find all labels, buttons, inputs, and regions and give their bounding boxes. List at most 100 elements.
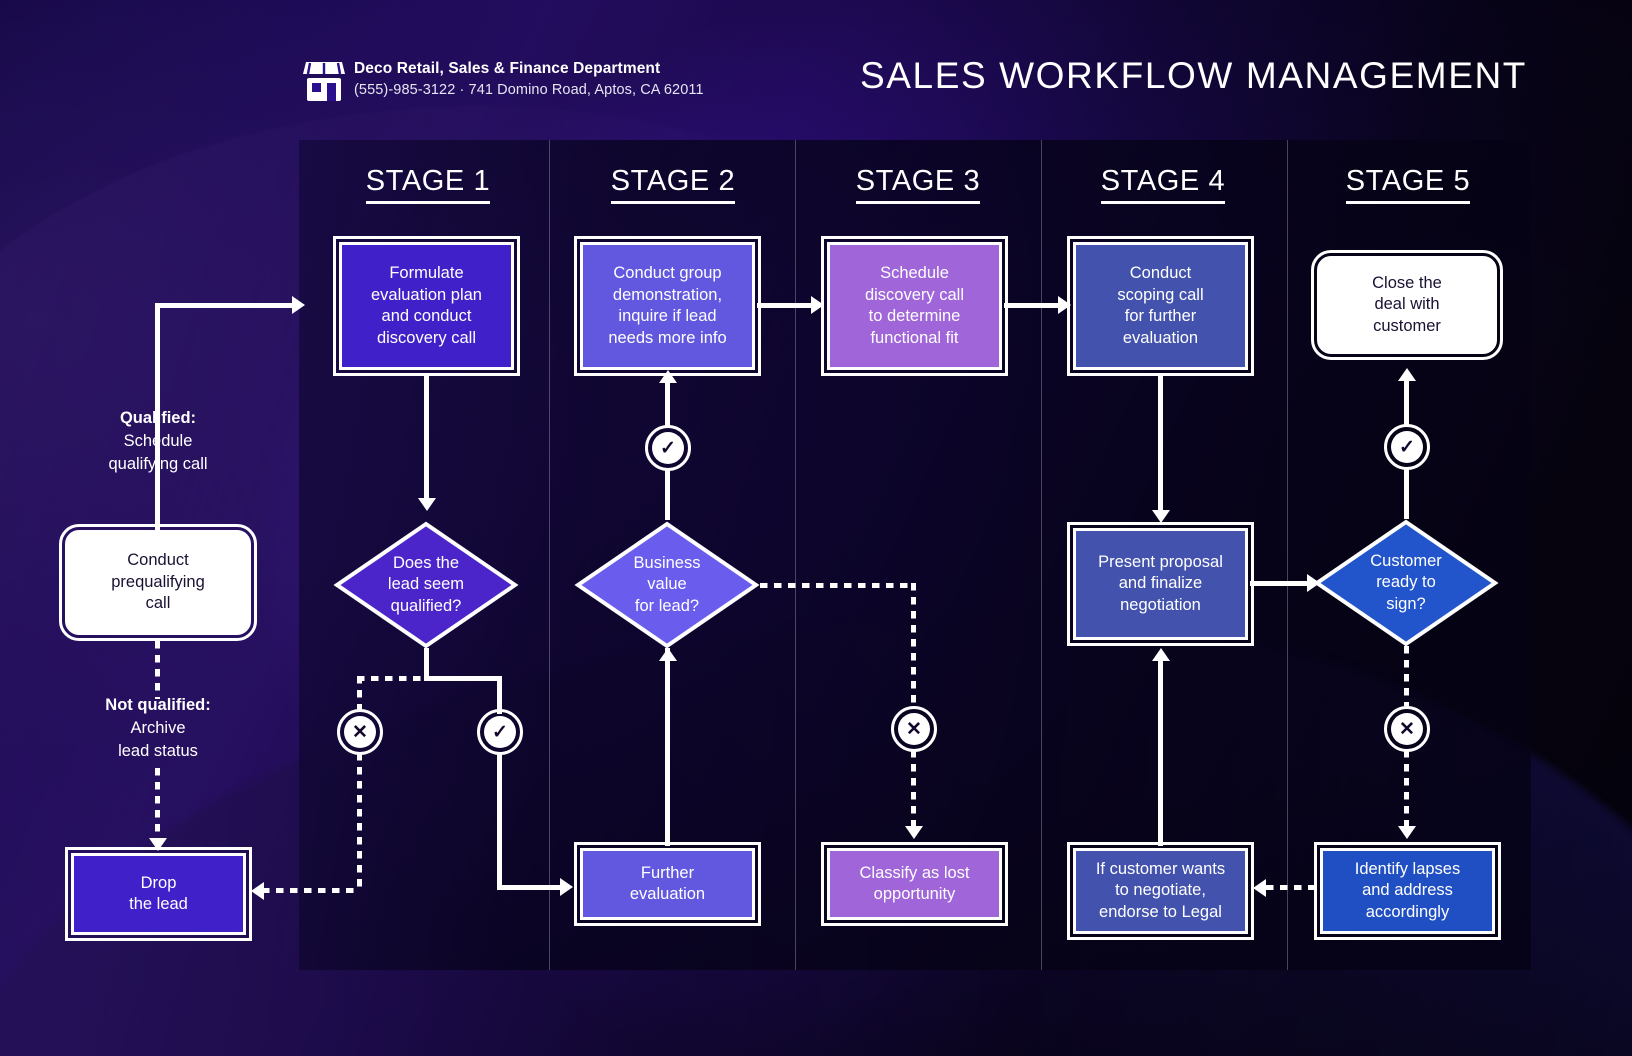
- connector-formulate-down: [424, 376, 429, 500]
- connector-prequalify-down-1: [155, 641, 160, 699]
- connector-business-no-right: [760, 583, 915, 588]
- arrow-to-group-demo: [659, 370, 677, 383]
- connector-discovery-to-scoping: [1004, 303, 1061, 308]
- connector-proposal-to-sign: [1250, 581, 1312, 586]
- connector-demo-to-discovery: [757, 303, 814, 308]
- connector-scoping-down: [1158, 376, 1163, 514]
- connector-qualified-no-to-drop: [262, 888, 360, 893]
- stage-label-2-text: STAGE 2: [610, 165, 736, 204]
- arrow-to-drop-lead: [149, 838, 167, 851]
- column-divider-3: [1041, 140, 1042, 970]
- stage-label-3-text: STAGE 3: [855, 165, 981, 204]
- connector-prequalify-right: [155, 303, 295, 308]
- cross-icon-stage1-glyph: ✕: [344, 716, 376, 748]
- connector-business-no-down: [911, 583, 916, 707]
- cross-icon-stage3: ✕: [891, 706, 937, 752]
- connector-qualified-no-down3: [357, 753, 362, 891]
- arrow-to-identify-lapses: [1398, 826, 1416, 839]
- connector-lapses-to-legal: [1266, 885, 1318, 890]
- cross-icon-stage1: ✕: [337, 709, 383, 755]
- arrow-to-further-eval: [560, 878, 573, 896]
- arrow-to-classify-lost: [905, 826, 923, 839]
- stage-label-5: STAGE 5: [1288, 165, 1528, 204]
- connector-qualified-yes-down2: [497, 676, 502, 714]
- page-title: SALES WORKFLOW MANAGEMENT: [859, 55, 1527, 96]
- stage-label-4: STAGE 4: [1043, 165, 1283, 204]
- stage-label-1: STAGE 1: [308, 165, 548, 204]
- connector-sign-yes-up: [1404, 380, 1409, 425]
- connector-yes-to-demo-upper2: [665, 382, 670, 428]
- column-divider-1: [549, 140, 550, 970]
- org-contact: (555)-985-3122 · 741 Domino Road, Aptos,…: [354, 82, 704, 98]
- connector-qualified-no-left: [357, 676, 427, 681]
- arrow-to-drop-lead-2: [251, 882, 264, 900]
- stage-label-3: STAGE 3: [798, 165, 1038, 204]
- not-qualified-label-title: Not qualified:: [105, 696, 211, 714]
- storefront-icon: [303, 57, 345, 105]
- connector-qualified-yes-to-further: [497, 885, 563, 890]
- column-divider-4: [1287, 140, 1288, 970]
- cross-icon-stage3-glyph: ✕: [898, 713, 930, 745]
- check-icon-stage1-glyph: ✓: [484, 716, 516, 748]
- connector-legal-to-proposal: [1158, 660, 1163, 846]
- arrow-to-present-proposal: [1152, 510, 1170, 523]
- connector-qualified-no-down2: [357, 676, 362, 714]
- cross-icon-stage5: ✕: [1384, 706, 1430, 752]
- check-icon-stage2: ✓: [645, 425, 691, 471]
- connector-prequalify-up: [155, 303, 160, 530]
- connector-qualified-yes-down3: [497, 753, 502, 888]
- qualified-label-title: Qualified:: [119, 409, 197, 427]
- stage-label-2: STAGE 2: [553, 165, 793, 204]
- connector-qualified-yes-down: [424, 648, 429, 678]
- connector-prequalify-down-2: [155, 768, 160, 840]
- connector-yes-to-demo-upper: [665, 470, 670, 520]
- arrow-to-endorse-legal: [1253, 879, 1266, 897]
- connector-qualified-yes-right: [424, 676, 502, 681]
- arrow-to-schedule-discovery: [811, 296, 824, 314]
- arrow-to-scoping-call: [1058, 296, 1071, 314]
- check-icon-stage1: ✓: [477, 709, 523, 755]
- check-icon-stage5-glyph: ✓: [1391, 431, 1423, 463]
- arrow-to-present-proposal-2: [1152, 648, 1170, 661]
- check-icon-stage5: ✓: [1384, 424, 1430, 470]
- cross-icon-stage5-glyph: ✕: [1391, 713, 1423, 745]
- stage-label-4-text: STAGE 4: [1100, 165, 1226, 204]
- stage-label-1-text: STAGE 1: [365, 165, 491, 204]
- connector-further-to-business: [665, 648, 670, 846]
- connector-sign-no-down: [1404, 646, 1409, 706]
- arrow-to-business-value: [659, 648, 677, 661]
- column-divider-2: [795, 140, 796, 970]
- org-name: Deco Retail, Sales & Finance Department: [354, 60, 661, 77]
